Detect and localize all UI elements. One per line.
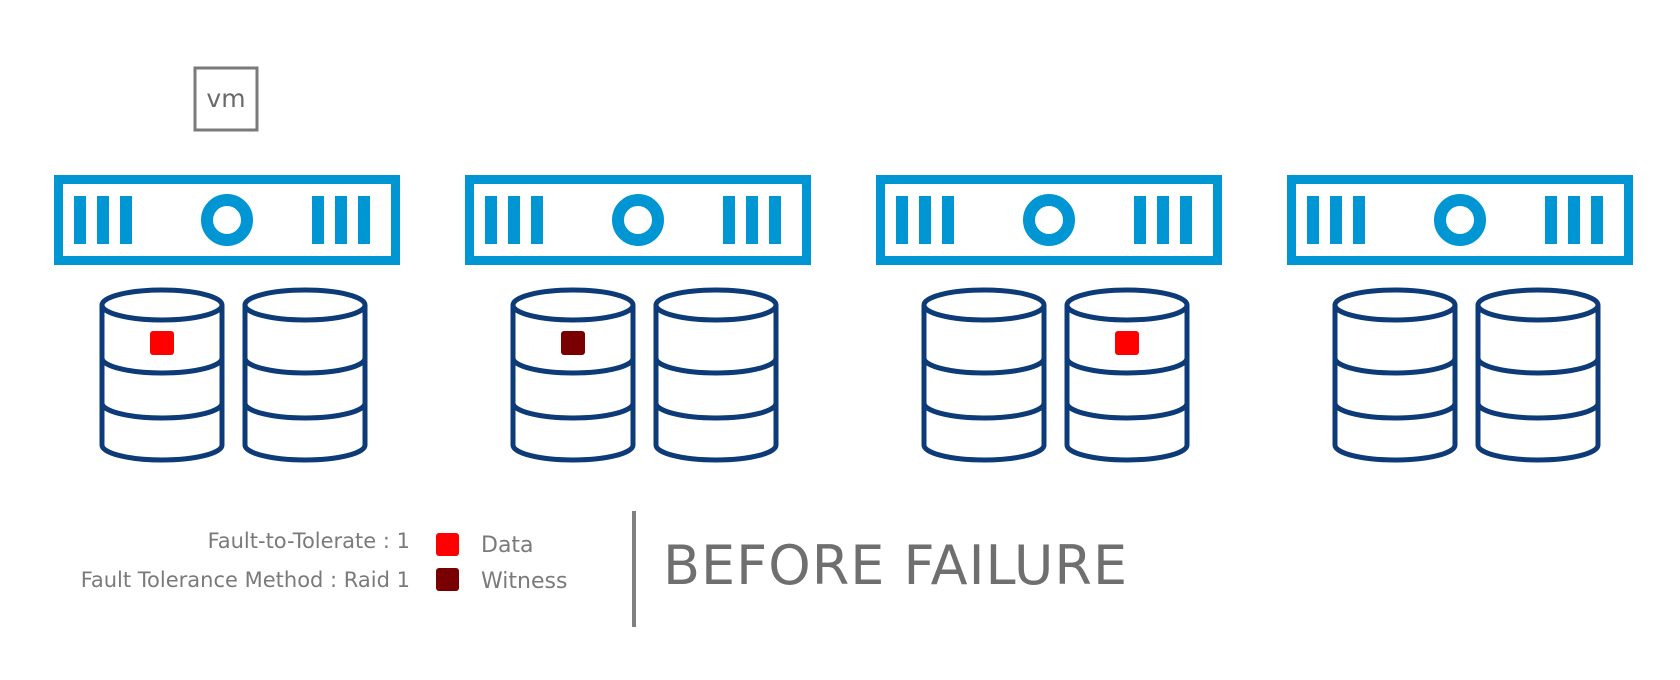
disk-cylinder <box>242 287 368 463</box>
drive-bays-right <box>1545 196 1603 244</box>
drive-bays-left <box>74 196 132 244</box>
drive-bays-right <box>312 196 370 244</box>
host-2-disk-2 <box>653 287 779 463</box>
power-ring-icon <box>201 194 253 246</box>
power-ring-icon <box>1023 194 1075 246</box>
data-component <box>150 331 174 355</box>
host-2 <box>465 175 811 463</box>
legend-data-label: Data <box>481 533 534 558</box>
drive-bays-right <box>723 196 781 244</box>
legend-witness-swatch <box>436 568 459 591</box>
host-1-disk-2 <box>242 287 368 463</box>
data-component <box>1115 331 1139 355</box>
power-ring-icon <box>1434 194 1486 246</box>
drive-bays-left <box>485 196 543 244</box>
disk-cylinder <box>99 287 225 463</box>
server-icon <box>1287 175 1633 265</box>
ftm-label: Fault Tolerance Method : Raid 1 <box>81 568 410 592</box>
drive-bays-left <box>1307 196 1365 244</box>
server-icon <box>54 175 400 265</box>
vm-label: vm <box>206 84 245 113</box>
disk-cylinder <box>653 287 779 463</box>
legend-data-swatch <box>436 533 459 556</box>
host-1-disk-1 <box>99 287 225 463</box>
divider <box>632 511 636 627</box>
vm-icon <box>193 66 259 132</box>
disk-cylinder <box>1332 287 1458 463</box>
disk-cylinder <box>1475 287 1601 463</box>
server-icon <box>876 175 1222 265</box>
host-3 <box>876 175 1222 463</box>
vm-box: vm <box>193 66 259 132</box>
ftt-label: Fault-to-Tolerate : 1 <box>208 529 410 553</box>
server-icon <box>465 175 811 265</box>
host-3-disk-2 <box>1064 287 1190 463</box>
drive-bays-left <box>896 196 954 244</box>
hosts <box>54 175 1633 463</box>
host-4-disk-1 <box>1332 287 1458 463</box>
witness-component <box>561 331 585 355</box>
disk-cylinder <box>921 287 1047 463</box>
host-4-disk-2 <box>1475 287 1601 463</box>
disk-cylinder <box>1064 287 1190 463</box>
legend: Data Witness <box>436 533 567 594</box>
host-1 <box>54 175 400 463</box>
drive-bays-right <box>1134 196 1192 244</box>
host-2-disk-1 <box>510 287 636 463</box>
diagram-title: BEFORE FAILURE <box>663 534 1128 597</box>
power-ring-icon <box>612 194 664 246</box>
host-4 <box>1287 175 1633 463</box>
host-3-disk-1 <box>921 287 1047 463</box>
policy-info: Fault-to-Tolerate : 1 Fault Tolerance Me… <box>81 529 410 592</box>
legend-witness-label: Witness <box>481 569 567 594</box>
disk-cylinder <box>510 287 636 463</box>
